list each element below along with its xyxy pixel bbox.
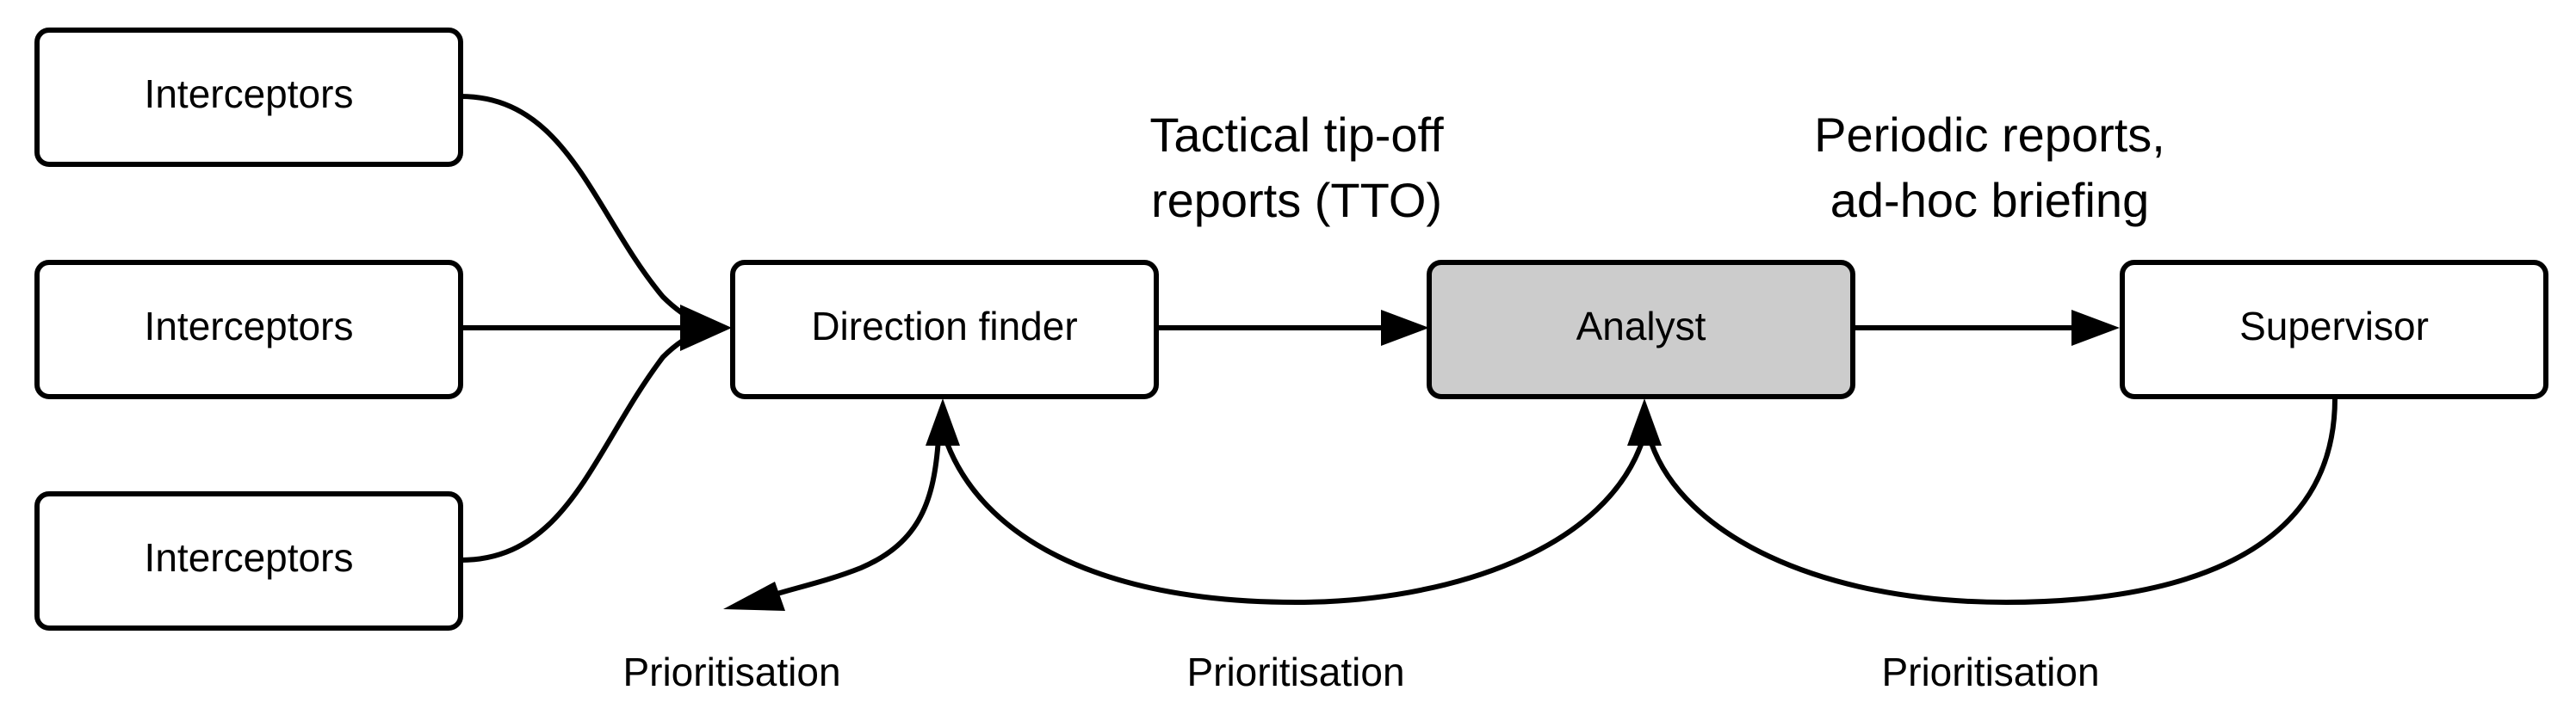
node-box	[730, 260, 1159, 399]
node-label: Analyst	[1576, 304, 1706, 348]
edge-label-tto-line1: Tactical tip-off	[1149, 108, 1444, 162]
node-label: Interceptors	[145, 535, 354, 580]
edge-label-periodic-line2: ad-hoc briefing	[1830, 173, 2149, 227]
node-label: Interceptors	[145, 71, 354, 116]
arrowhead-into-direction-finder-bottom	[926, 398, 960, 446]
node-label: Interceptors	[145, 304, 354, 348]
node-box	[34, 260, 463, 399]
node-analyst: Analyst	[1427, 260, 1855, 399]
node-label: Supervisor	[2239, 304, 2429, 348]
node-supervisor: Supervisor	[2120, 260, 2548, 399]
node-direction-finder: Direction finder	[730, 260, 1159, 399]
edge-label-periodic-line1: Periodic reports,	[1814, 108, 2165, 162]
node-box	[34, 28, 463, 167]
arrowhead-into-supervisor-left	[2071, 310, 2120, 346]
node-box	[2120, 260, 2548, 399]
node-box	[1427, 260, 1855, 399]
node-interceptors-top: Interceptors	[34, 28, 463, 167]
edge-label-prioritisation-1: Prioritisation	[622, 650, 840, 694]
edge-interceptors-bottom-to-direction-finder	[460, 329, 703, 563]
node-interceptors-bottom: Interceptors	[34, 491, 463, 631]
edge-analyst-to-direction-finder-loop	[944, 434, 1647, 606]
edge-interceptors-top-to-direction-finder	[460, 94, 703, 327]
arrowhead-into-analyst-bottom	[1627, 398, 1662, 446]
edge-label-prioritisation-3: Prioritisation	[1881, 650, 2099, 694]
node-interceptors-middle: Interceptors	[34, 260, 463, 399]
arrowhead-into-analyst-left	[1381, 310, 1429, 346]
edge-supervisor-to-analyst-loop	[1649, 397, 2338, 606]
arrowhead-prioritisation-out	[723, 582, 785, 611]
node-box	[34, 491, 463, 631]
edge-label-tto-line2: reports (TTO)	[1151, 173, 1442, 227]
arrowhead-into-direction-finder-left	[680, 305, 732, 351]
node-label: Direction finder	[811, 304, 1077, 348]
edge-direction-finder-prioritisation-out	[765, 438, 941, 600]
edge-label-prioritisation-2: Prioritisation	[1186, 650, 1404, 694]
